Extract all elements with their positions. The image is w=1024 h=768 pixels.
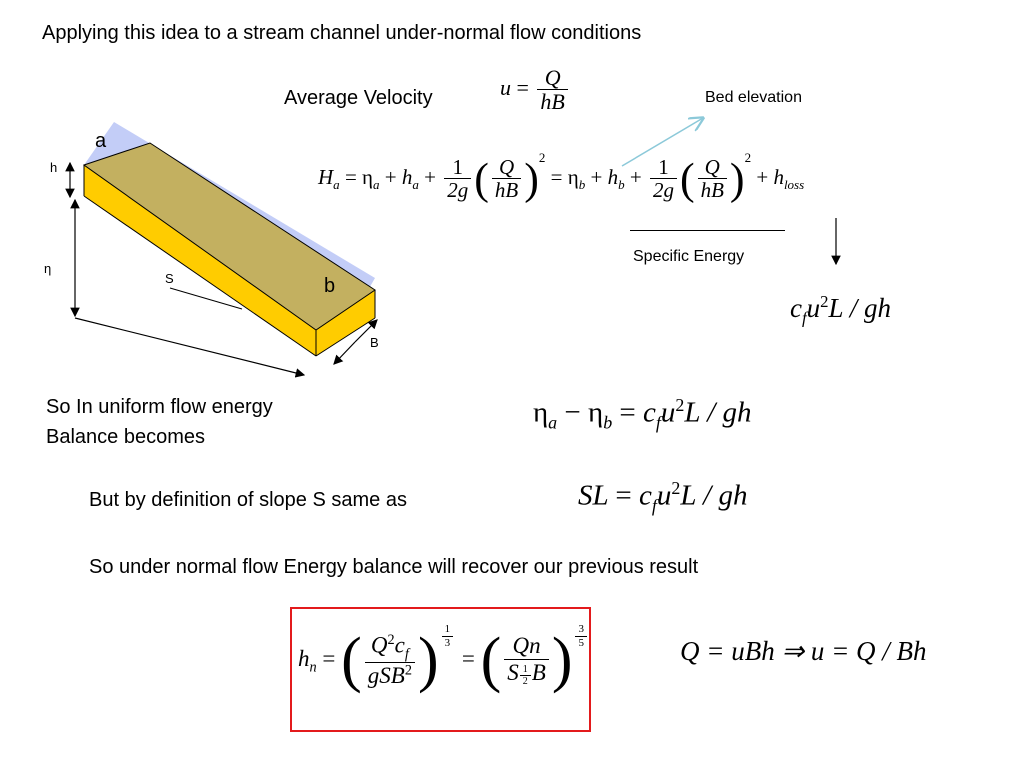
velocity-fraction: Q hB: [537, 66, 568, 114]
uniform-flow-text-line2: Balance becomes: [46, 426, 205, 448]
friction-loss-equation: cfu2L / gh: [790, 292, 892, 328]
bed-elevation-label: Bed elevation: [705, 89, 802, 106]
channel-side-face: [84, 165, 316, 356]
diagram-label-h: h: [50, 160, 58, 175]
datum-line: [74, 317, 306, 378]
uniform-flow-equation: ηa − ηb = cfu2L / gh: [533, 395, 752, 433]
diagram-label-eta: η: [44, 261, 52, 276]
average-velocity-label: Average Velocity: [284, 87, 433, 109]
slope-line: [169, 287, 243, 310]
diagram-label-b: b: [324, 275, 336, 297]
slope-definition-text: But by definition of slope S same as: [89, 489, 407, 511]
uniform-flow-text-line1: So In uniform flow energy: [46, 396, 273, 418]
specific-energy-underline: [630, 230, 785, 231]
slope-equation: SL = cfu2L / gh: [578, 478, 748, 516]
channel-end-face: [316, 290, 375, 356]
normal-flow-text: So under normal flow Energy balance will…: [89, 556, 699, 578]
discharge-equation: Q = uBh ⇒ u = Q / Bh: [680, 636, 927, 666]
normal-depth-box: [290, 607, 591, 732]
diagram-label-a: a: [95, 130, 107, 152]
slide-title: Applying this idea to a stream channel u…: [42, 22, 642, 44]
diagram-label-b-width: B: [370, 335, 379, 350]
diagram-label-s: S: [165, 271, 174, 286]
width-arrow: [333, 341, 356, 365]
velocity-equation: u = Q hB: [500, 66, 571, 114]
specific-energy-label: Specific Energy: [633, 248, 745, 265]
bed-elevation-arrow: [621, 118, 703, 167]
